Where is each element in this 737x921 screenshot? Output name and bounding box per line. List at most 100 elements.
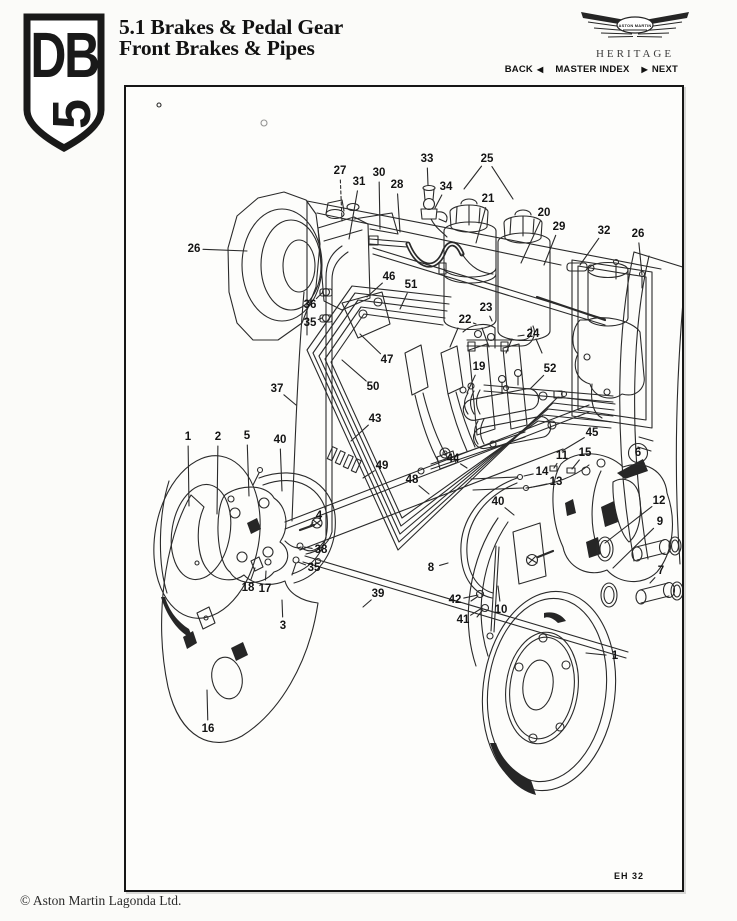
bulkhead-panel [306, 200, 662, 336]
callout-label: 17 [259, 583, 272, 595]
copyright-notice: © Aston Martin Lagonda Ltd. [20, 893, 182, 908]
callout-label: 14 [536, 466, 549, 478]
callout-leader-line [463, 594, 479, 599]
callout-leader-line [202, 248, 248, 252]
callout-leader-line [297, 561, 307, 566]
callout-leader-line [283, 394, 297, 406]
callout-leader-line [317, 317, 323, 321]
callout-leader-line [497, 585, 501, 602]
callout-leader-line [604, 505, 653, 544]
callout-label: 1 [185, 431, 192, 443]
callout-leader-line [517, 334, 525, 337]
callout-leader-line [281, 599, 284, 618]
callout-leader-line [206, 689, 209, 721]
heritage-brand: ASTON MARTIN HERITAGE [575, 7, 695, 60]
nav-back-button[interactable]: BACK ◀ [505, 64, 544, 75]
callout-leader-line [362, 470, 375, 479]
brake-pipe-bundle [306, 285, 616, 551]
callout-leader-line [612, 527, 655, 569]
callout-leader-line [585, 652, 607, 656]
callout-label: 2 [215, 431, 221, 443]
callout-label: 21 [482, 193, 495, 205]
callout-leader-line [434, 194, 443, 209]
callout-leader-line [523, 473, 534, 477]
nav-next-button[interactable]: ▶ NEXT [642, 64, 679, 75]
page-title-line2: Front Brakes & Pipes [119, 36, 315, 60]
callout-label: 4 [316, 510, 323, 522]
callout-leader-line [504, 507, 515, 516]
fluid-reservoirs [372, 198, 607, 354]
callout-label: 29 [553, 221, 566, 233]
callout-leader-line [543, 234, 557, 266]
callout-label: 7 [658, 565, 664, 577]
callout-leader-line [264, 570, 267, 581]
callout-leader-line [527, 483, 548, 489]
page-title: 5.1 Brakes & Pedal Gear Front Brakes & P… [119, 15, 344, 60]
callout-leader-line [308, 522, 314, 528]
callout-label: 5 [244, 430, 251, 442]
right-servo-unit [566, 258, 653, 429]
callout-label: 18 [242, 582, 255, 594]
direction-arrow-icon [617, 459, 648, 479]
callout-label: 35 [304, 317, 317, 329]
pressure-valve [420, 184, 448, 238]
callout-label: 36 [304, 299, 317, 311]
callout-label: 45 [586, 427, 599, 439]
callout-leader-line [470, 607, 483, 616]
callout-leader-line [475, 207, 487, 244]
callout-label: 9 [657, 516, 663, 528]
callout-leader-line [246, 444, 250, 497]
front-feed-pipes [284, 245, 629, 659]
callout-leader-line [279, 448, 283, 492]
callout-leader-line [520, 220, 541, 264]
callout-label: 32 [598, 225, 611, 237]
callout-label: 41 [457, 614, 470, 626]
nav-next-label: NEXT [651, 64, 678, 75]
badge-bottom-text: 5 [42, 99, 102, 129]
callout-leader-line [638, 242, 643, 276]
callout-leader-line [571, 459, 580, 470]
callout-leader-line [426, 167, 429, 186]
callout-label: 52 [544, 363, 557, 375]
aston-martin-wings-icon: ASTON MARTIN [581, 12, 689, 38]
callout-leader-line [418, 485, 430, 495]
callout-label: 42 [449, 594, 462, 606]
callout-leader-line [341, 359, 367, 382]
callout-label: 50 [367, 381, 380, 393]
caliper-pistons [596, 536, 682, 608]
callout-label: 26 [632, 228, 645, 240]
callout-label: 26 [188, 243, 201, 255]
callout-label: 13 [550, 476, 563, 488]
db5-shield-icon: DB 5 [23, 13, 105, 152]
callout-leader-line [579, 237, 600, 266]
callout-label: 11 [556, 450, 569, 462]
callout-label: 31 [353, 176, 366, 188]
page-title-line1: 5.1 Brakes & Pedal Gear [119, 15, 344, 39]
callout-label: 20 [538, 207, 551, 219]
callout-leader-line [339, 179, 343, 222]
callout-label: 3 [280, 620, 286, 632]
right-brake-disc [481, 590, 617, 795]
callout-label: 37 [271, 383, 284, 395]
callout-leader-line [348, 190, 358, 240]
callout-label: 33 [421, 153, 434, 165]
callout-leader-line [529, 374, 545, 390]
callout-label: 35 [308, 562, 321, 574]
left-disc-assembly [153, 455, 336, 743]
callout-label: 12 [653, 495, 666, 507]
db5-badge: DB 5 [22, 13, 106, 160]
callout-label: 6 [635, 447, 641, 459]
nav-bar: BACK ◀ MASTER INDEX ▶ NEXT [505, 64, 678, 75]
nav-master-index-button[interactable]: MASTER INDEX [555, 64, 629, 75]
next-arrow-icon: ▶ [641, 64, 648, 74]
callout-label: 24 [527, 328, 540, 340]
callout-label: 22 [459, 314, 472, 326]
callout-label: 8 [428, 562, 435, 574]
callout-label: 51 [405, 279, 418, 291]
callout-leader-line [359, 333, 382, 355]
callout-leader-line [187, 445, 190, 507]
callout-leader-line [366, 282, 383, 298]
callout-leader-line [472, 322, 477, 325]
callout-leader-line [489, 315, 493, 322]
callout-label: 23 [480, 302, 493, 314]
